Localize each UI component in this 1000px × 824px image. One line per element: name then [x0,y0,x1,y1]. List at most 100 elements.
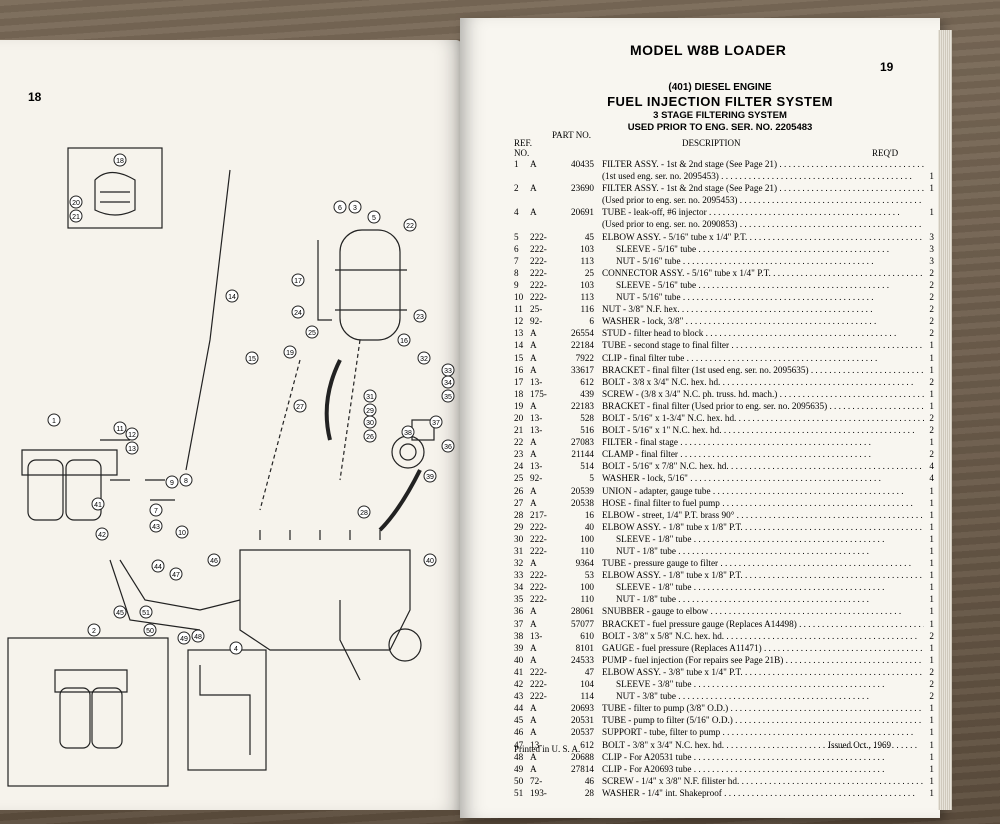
table-row: (Used prior to eng. ser. no. 2090853) [514,218,934,230]
svg-text:5: 5 [372,215,376,222]
row-part-prefix: 222- [530,279,547,290]
row-part-prefix: A [530,400,537,411]
row-description: ELBOW ASSY. - 5/16" tube x 1/4" P.T. [602,231,924,243]
row-part-prefix: 13- [530,412,543,423]
callout-33: 33 [441,363,455,377]
row-part-number: 103 [580,279,594,290]
callout-19: 19 [283,345,297,359]
row-part-number: 104 [580,679,594,690]
row-qty: 1 [929,388,934,399]
svg-text:9: 9 [170,480,174,487]
row-qty: 2 [929,292,934,303]
row-description: ELBOW ASSY. - 3/8" tube x 1/4" P.T. [602,666,924,678]
row-part-prefix: A [530,364,537,375]
row-qty: 2 [929,412,934,423]
row-part-prefix: A [530,558,537,569]
row-part-prefix: A [530,183,537,194]
row-ref: 47 [514,739,524,750]
row-description: SLEEVE - 1/8" tube [602,581,924,593]
row-part-prefix: 25- [530,304,543,315]
svg-text:40: 40 [426,558,434,565]
row-description: BOLT - 3/8 x 3/4" N.C. hex. hd. [602,376,924,388]
svg-text:31: 31 [366,394,374,401]
callout-17: 17 [291,273,305,287]
callout-45: 45 [113,605,127,619]
callout-1: 1 [47,413,61,427]
row-description: WASHER - lock, 5/16" [602,472,924,484]
row-part-prefix: A [530,207,537,218]
row-part-number: 25 [584,267,594,278]
row-part-prefix: 13- [530,425,543,436]
svg-text:42: 42 [98,532,106,539]
row-description: CLIP - For A20531 tube [602,751,924,763]
row-part-prefix: A [530,159,537,169]
row-part-number: 40 [584,521,594,532]
heading-engine: (401) DIESEL ENGINE [668,82,772,93]
row-ref: 2 [514,183,519,194]
row-part-number: 9364 [575,558,594,569]
row-qty: 1 [929,340,934,351]
row-part-prefix: 13- [530,461,543,472]
left-page-number: 18 [28,90,42,104]
row-qty: 1 [929,763,934,774]
row-description: CLIP - final filter tube [602,352,924,364]
row-part-prefix: 222- [530,292,547,303]
row-description: CONNECTOR ASSY. - 5/16" tube x 1/4" P.T. [602,267,924,279]
row-qty: 1 [929,594,934,605]
row-description: NUT - 1/8" tube [602,593,924,605]
row-description: BRACKET - final filter (1st used eng. se… [602,364,924,376]
row-qty: 1 [929,642,934,653]
row-qty [924,158,934,170]
svg-text:11: 11 [116,426,123,433]
right-page: MODEL W8B LOADER 19 (401) DIESEL ENGINE … [460,18,940,818]
row-part-prefix: 13- [530,630,543,641]
callout-4: 4 [229,641,243,655]
row-part-number: 16 [584,509,594,520]
row-description: BOLT - 5/16" x 1" N.C. hex. hd. [602,424,924,436]
row-part-number: 103 [580,243,594,254]
row-part-prefix: 222- [530,521,547,532]
svg-text:28: 28 [360,510,368,517]
row-qty [924,218,934,230]
callout-7: 7 [149,503,163,517]
row-part-number: 53 [584,570,594,581]
svg-text:30: 30 [366,420,374,427]
row-description: FILTER ASSY. - 1st & 2nd stage (See Page… [602,182,924,194]
svg-text:2: 2 [92,628,96,635]
svg-text:34: 34 [444,380,452,387]
row-qty: 4 [929,473,934,484]
row-ref: 19 [514,400,524,411]
callout-29: 29 [363,403,377,417]
row-qty: 2 [929,304,934,315]
row-qty: 1 [929,183,934,194]
row-part-prefix: A [530,727,537,738]
callout-39: 39 [423,469,437,483]
row-description: FILTER - final stage [602,436,924,448]
row-description: TUBE - pump to filter (5/16" O.D.) [602,714,924,726]
row-part-prefix: A [530,618,537,629]
row-part-prefix [530,218,560,230]
row-part-number: 22184 [571,340,594,351]
svg-text:24: 24 [294,310,302,317]
row-qty: 1 [929,715,934,726]
row-ref: 8 [514,267,519,278]
row-ref [514,194,530,206]
row-description: UNION - adapter, gauge tube [602,485,924,497]
svg-text:15: 15 [248,356,256,363]
callout-9: 9 [165,475,179,489]
callout-2: 2 [87,623,101,637]
callout-38: 38 [401,425,415,439]
svg-text:36: 36 [444,444,452,451]
row-part-number: 20537 [571,727,594,738]
row-qty: 1 [929,775,934,786]
